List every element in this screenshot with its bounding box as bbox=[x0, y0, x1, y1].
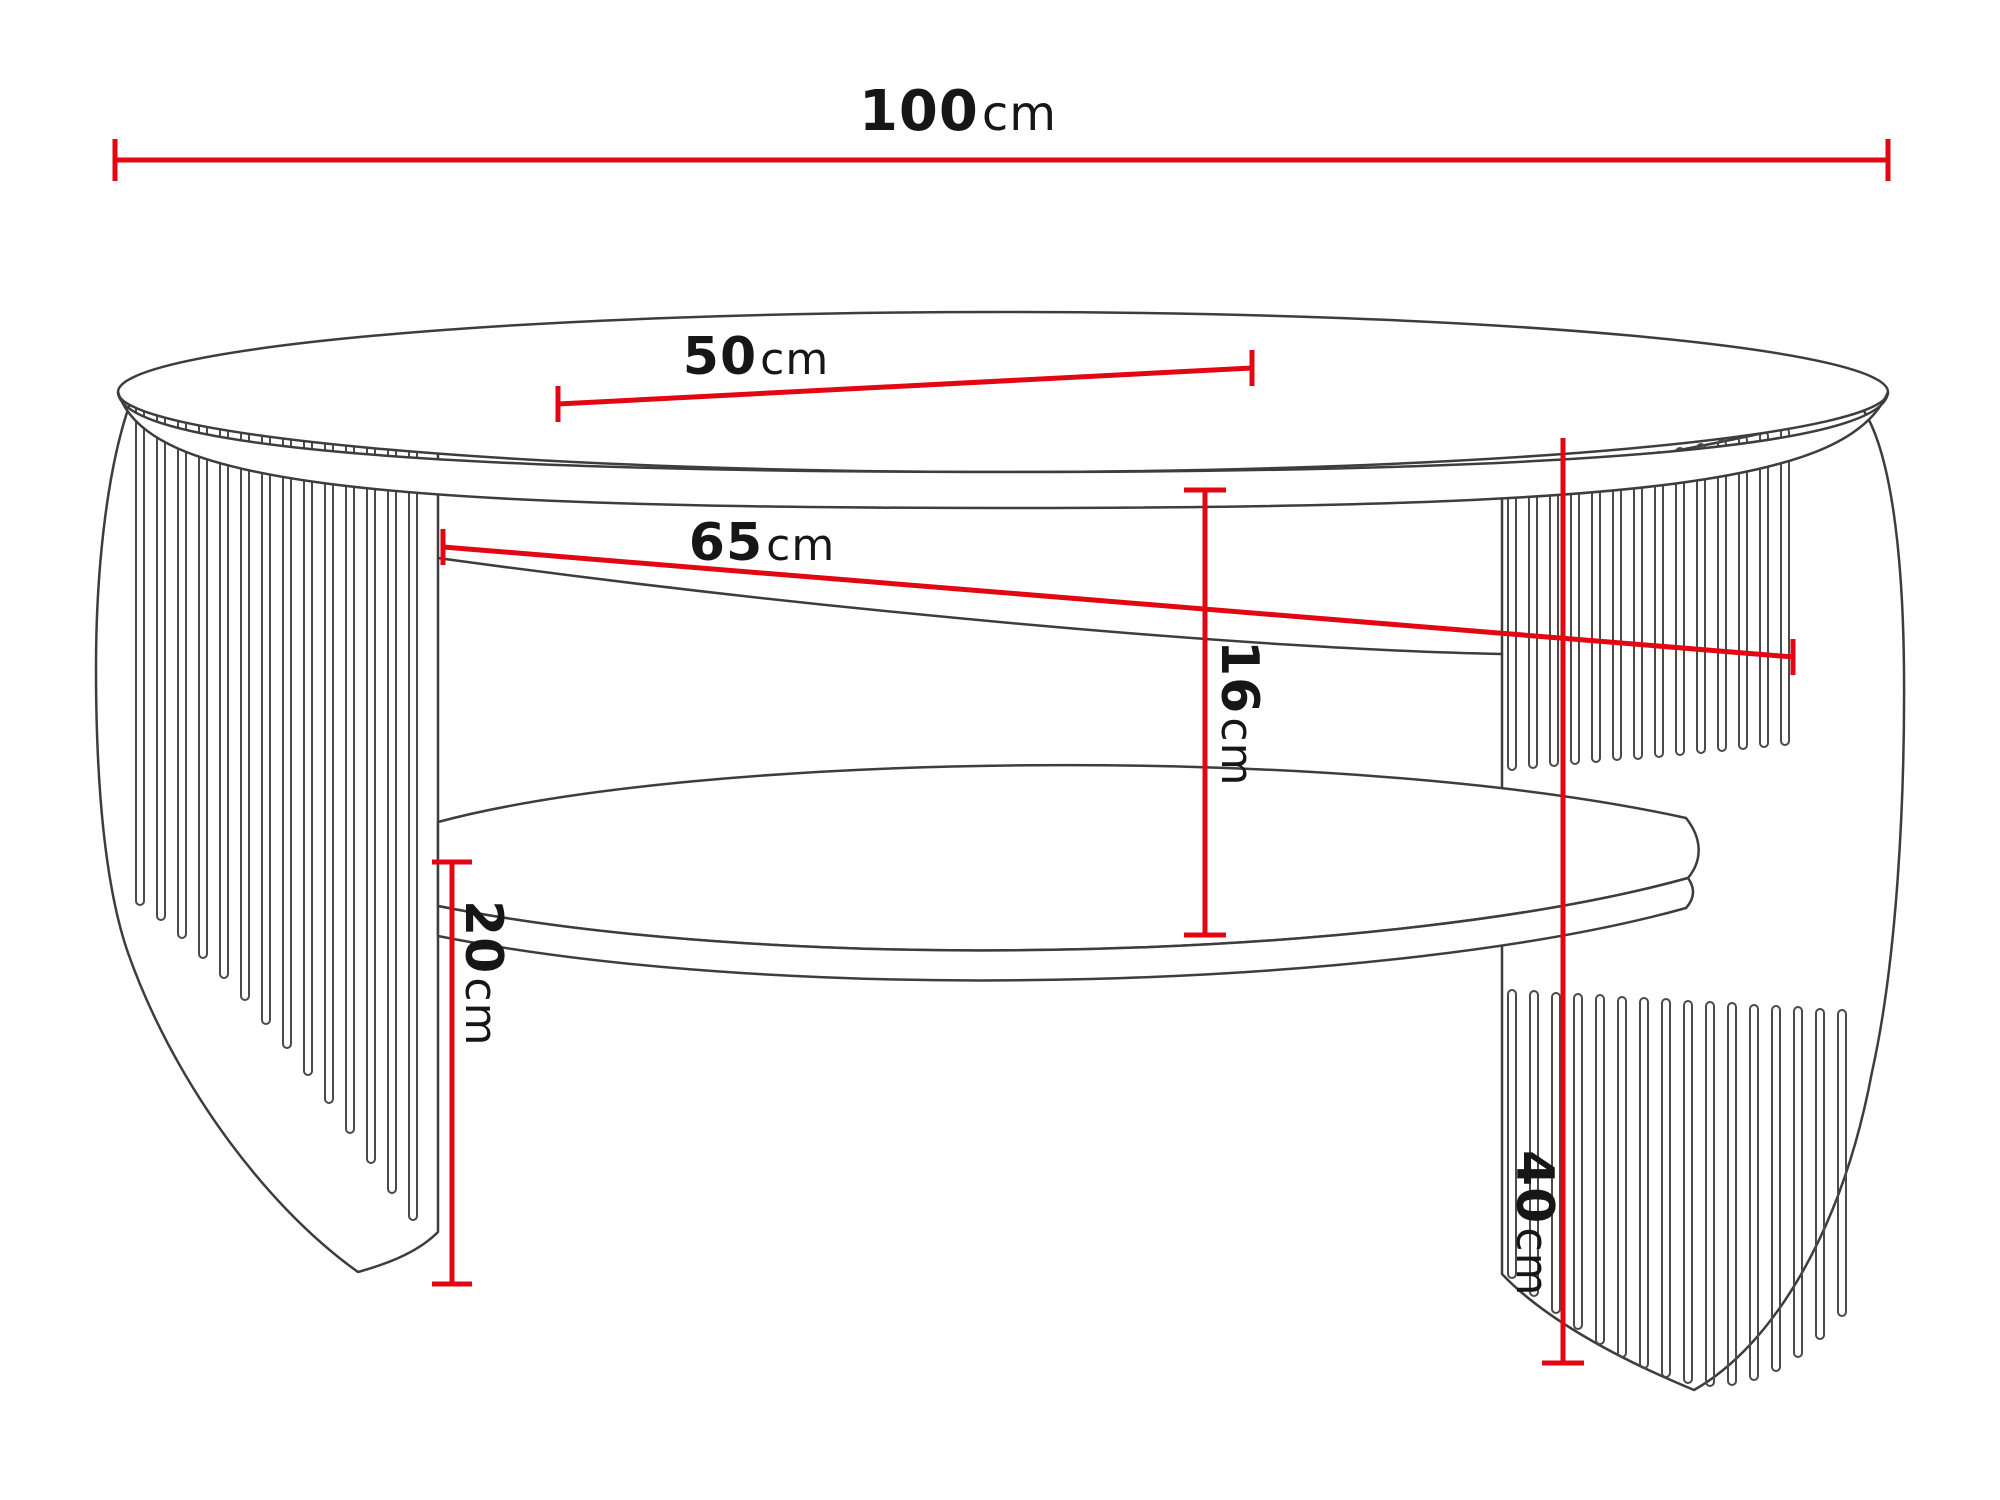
slat bbox=[1612, 459, 1622, 761]
slat bbox=[1573, 993, 1583, 1330]
slat bbox=[1717, 439, 1727, 752]
slat bbox=[240, 379, 250, 1001]
slat bbox=[219, 383, 229, 979]
shelf-front-edge bbox=[436, 876, 1695, 982]
slat bbox=[1749, 1004, 1759, 1381]
slat bbox=[1705, 1001, 1715, 1387]
slat bbox=[177, 390, 187, 939]
slat bbox=[1639, 997, 1649, 1369]
dimension-label-total-height: 40cm bbox=[1504, 1150, 1564, 1296]
slat bbox=[1617, 996, 1627, 1358]
dimension-label-opening-height: 16cm bbox=[1209, 640, 1269, 786]
slat bbox=[156, 394, 166, 921]
right-panel-lower-slats bbox=[1507, 989, 1847, 1387]
dimension-line-shelf-width bbox=[442, 544, 1794, 660]
slat bbox=[1551, 992, 1561, 1314]
slat bbox=[198, 387, 208, 959]
slat bbox=[1683, 1000, 1693, 1384]
slat bbox=[1549, 471, 1559, 767]
slat bbox=[1727, 1002, 1737, 1386]
slat bbox=[1507, 479, 1517, 771]
dimension-label-clearance: 20cm bbox=[453, 900, 513, 1046]
slat bbox=[1837, 1009, 1847, 1317]
slat bbox=[1771, 1005, 1781, 1372]
slat bbox=[1696, 443, 1706, 754]
dimension-width: 100cm bbox=[112, 79, 1891, 181]
slat bbox=[135, 397, 145, 906]
slat bbox=[1570, 467, 1580, 765]
dimension-label-shelf-width: 65cm bbox=[689, 513, 835, 573]
slat bbox=[1633, 455, 1643, 760]
slat bbox=[1591, 463, 1601, 763]
dimension-label-width: 100cm bbox=[859, 79, 1057, 144]
slat bbox=[1759, 431, 1769, 748]
slat bbox=[1528, 475, 1538, 769]
dimension-label-depth: 50cm bbox=[683, 327, 829, 387]
slat bbox=[1529, 990, 1539, 1297]
dimension-line-depth bbox=[557, 365, 1253, 407]
slat bbox=[1793, 1006, 1803, 1358]
dimension-clearance-height: 20cm bbox=[432, 859, 513, 1287]
lower-shelf bbox=[436, 763, 1700, 982]
dimension-total-height: 40cm bbox=[1504, 438, 1584, 1366]
slat bbox=[1815, 1008, 1825, 1340]
slat bbox=[1595, 994, 1605, 1345]
slat bbox=[1507, 989, 1517, 1279]
slat bbox=[1661, 998, 1671, 1378]
tabletop-surface bbox=[116, 310, 1890, 474]
tabletop bbox=[116, 310, 1890, 510]
dimension-shelf-width: 65cm bbox=[440, 513, 1796, 675]
slat bbox=[1738, 435, 1748, 750]
slat bbox=[1675, 447, 1685, 756]
under-top-back-edge bbox=[436, 556, 1504, 656]
slat bbox=[1780, 427, 1790, 746]
dimension-opening-height: 16cm bbox=[1184, 487, 1269, 938]
slat bbox=[1654, 451, 1664, 758]
tabletop-front-edge bbox=[116, 390, 1890, 510]
dimension-depth: 50cm bbox=[555, 327, 1255, 422]
